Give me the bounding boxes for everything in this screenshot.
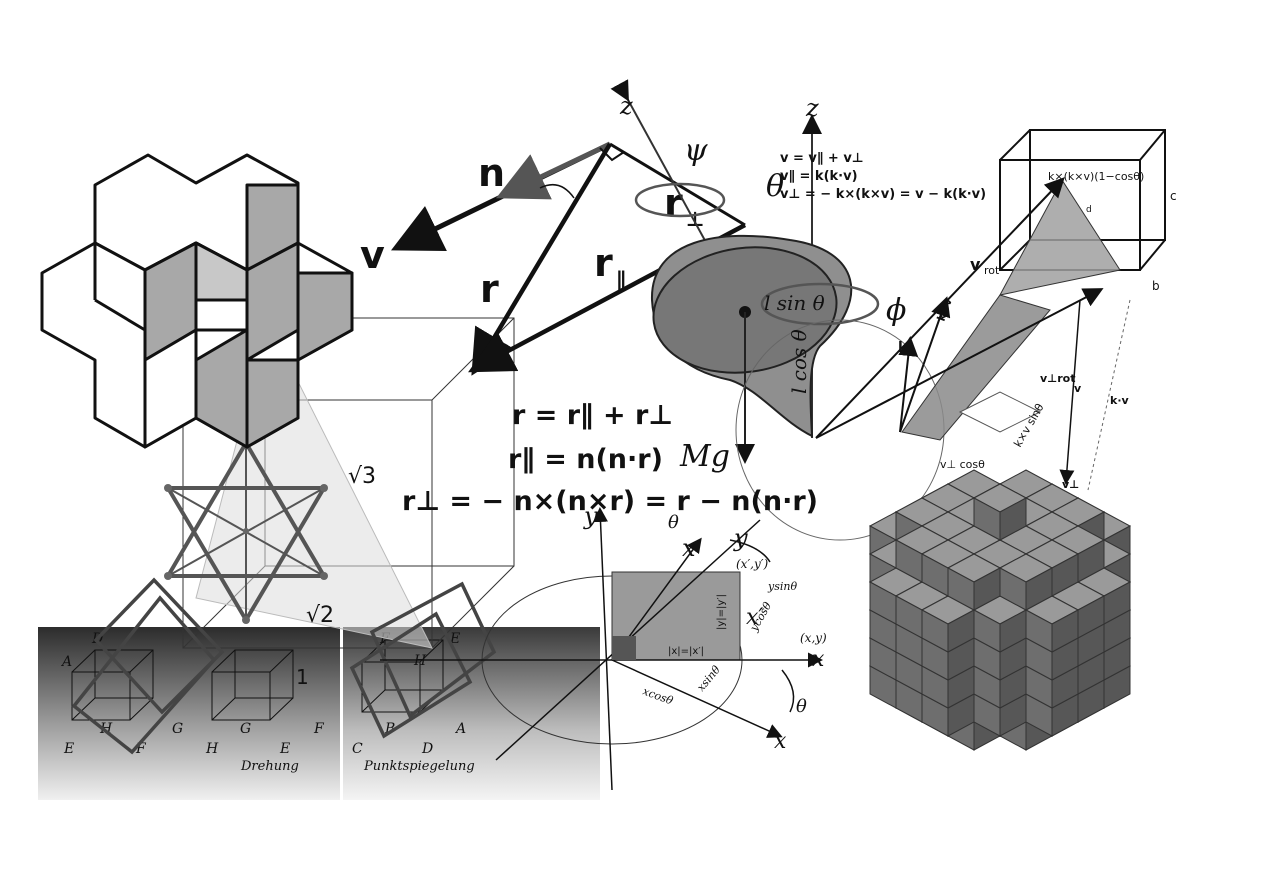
point-h3-label: H bbox=[413, 653, 427, 669]
k-label: k bbox=[898, 340, 908, 356]
v-par-label: v bbox=[1074, 382, 1082, 395]
kv-label: k·v bbox=[1110, 394, 1129, 407]
point-d2-label: D bbox=[421, 741, 433, 757]
sqrt2-label: √2 bbox=[306, 603, 334, 628]
point-b-label: B bbox=[384, 721, 395, 737]
xcos-label: xcosθ bbox=[641, 685, 675, 708]
v-rot-subscript: rot bbox=[984, 264, 1000, 277]
theta-arc-label-2: θ bbox=[796, 696, 807, 717]
sqrt3-label: √3 bbox=[348, 464, 376, 489]
r-vector bbox=[471, 142, 612, 376]
point-c-label: C bbox=[352, 741, 363, 757]
x-axis-label-2: x bbox=[774, 729, 787, 754]
mg-label: Mg bbox=[679, 439, 730, 474]
decomposition-equations: r = r∥ + r⊥ r∥ = n(n·r) r⊥ = − n×(n×r) =… bbox=[402, 400, 818, 517]
twisted-frames bbox=[71, 577, 497, 755]
point-e3-label: E bbox=[449, 631, 460, 647]
kxv-label: k×v bbox=[935, 296, 956, 323]
point-e-label: E bbox=[63, 741, 74, 757]
phi-label: ϕ bbox=[886, 293, 906, 328]
l-cos-label: l cos θ bbox=[787, 329, 811, 394]
point-g2-label: G bbox=[240, 721, 251, 737]
point-h2-label: H bbox=[205, 741, 219, 757]
n-label: n bbox=[478, 151, 505, 195]
x-axis-label: x bbox=[812, 647, 825, 672]
xpyp-point-label: (x′,y′) bbox=[736, 557, 768, 571]
voxel-sphere bbox=[869, 469, 1131, 751]
z-axis-label-2: z bbox=[805, 94, 819, 122]
vector-decomposition: n v r r ∥ r ⊥ bbox=[360, 141, 747, 376]
rot-eq-1: v = v∥ + v⊥ bbox=[780, 151, 864, 166]
x-prime-label: x′ bbox=[746, 605, 763, 630]
point-g-label: G bbox=[172, 721, 183, 737]
point-a2-label: A bbox=[454, 721, 466, 737]
theta-top-label: θ bbox=[766, 169, 784, 204]
unit-one-label: 1 bbox=[296, 665, 309, 689]
rot-eq-3: v⊥ = − k×(k×v) = v − k(k·v) bbox=[780, 187, 986, 202]
decomp-eq-2: r∥ = n(n·r) bbox=[508, 444, 663, 475]
z-axis-label-1: z bbox=[619, 92, 633, 120]
abs-y-label: |y|=|y′| bbox=[716, 594, 727, 630]
cross-cube-block bbox=[40, 153, 354, 449]
y-axis-label: y bbox=[583, 502, 598, 530]
spinning-top: ψ θ ϕ z z l sin θ l cos θ Mg bbox=[610, 79, 945, 541]
r-label: r bbox=[480, 267, 499, 311]
xsin-label: xsinθ bbox=[694, 663, 723, 694]
drehung-panel: Drehung A D H E F G H G E F 1 bbox=[38, 627, 340, 800]
abs-x-label: |x|=|x′| bbox=[668, 646, 704, 657]
n-vector bbox=[495, 141, 612, 200]
right-angle-mark bbox=[599, 147, 625, 162]
y-rot-label: y bbox=[733, 524, 748, 552]
box-c-label: c bbox=[1170, 189, 1177, 203]
decomp-eq-1: r = r∥ + r⊥ bbox=[512, 400, 673, 431]
r-perp-label: r bbox=[664, 181, 683, 225]
point-f2-label: F bbox=[313, 721, 325, 737]
v-perp-cos-label: v⊥ cosθ bbox=[940, 458, 985, 471]
rotation-formula-label: k×(k×v)(1−cosθ) bbox=[1048, 170, 1144, 183]
point-a-label: A bbox=[60, 654, 72, 670]
v-perp-label: v⊥ bbox=[1062, 478, 1079, 491]
v-rot-label: v bbox=[970, 255, 981, 274]
drehung-caption: Drehung bbox=[240, 759, 299, 774]
rot-eq-2: v∥ = k(k·v) bbox=[780, 169, 858, 184]
x-rot-label: x bbox=[682, 534, 696, 562]
rotation-equations: v = v∥ + v⊥ v∥ = k(k·v) v⊥ = − k×(k×v) =… bbox=[780, 151, 986, 202]
r-par-label: r bbox=[594, 241, 613, 285]
v-label: v bbox=[360, 233, 385, 277]
r-par-subscript: ∥ bbox=[616, 267, 626, 291]
psi-label: ψ bbox=[684, 133, 708, 168]
decomp-eq-3: r⊥ = − n×(n×r) = r − n(n·r) bbox=[402, 486, 818, 517]
rodrigues-diagram: v rot k k×v k·v v v⊥rot v⊥ v⊥ cosθ k×v s… bbox=[815, 129, 1177, 491]
angle-arc bbox=[539, 183, 575, 199]
box-b-label: b bbox=[1152, 279, 1160, 293]
xy-point-label: (x,y) bbox=[800, 631, 827, 645]
l-sin-label: l sin θ bbox=[764, 291, 825, 315]
box-d-label: d bbox=[1086, 205, 1092, 215]
v-perp-rot-label: v⊥rot bbox=[1040, 372, 1075, 385]
point-e2-label: E bbox=[279, 741, 290, 757]
theta-arc-label-1: θ bbox=[668, 512, 679, 533]
punktspiegelung-panel: Punktspiegelung C B D A E H F bbox=[343, 627, 600, 800]
punktspiegelung-caption: Punktspiegelung bbox=[363, 759, 475, 774]
ysin-label: ysinθ bbox=[767, 580, 797, 593]
